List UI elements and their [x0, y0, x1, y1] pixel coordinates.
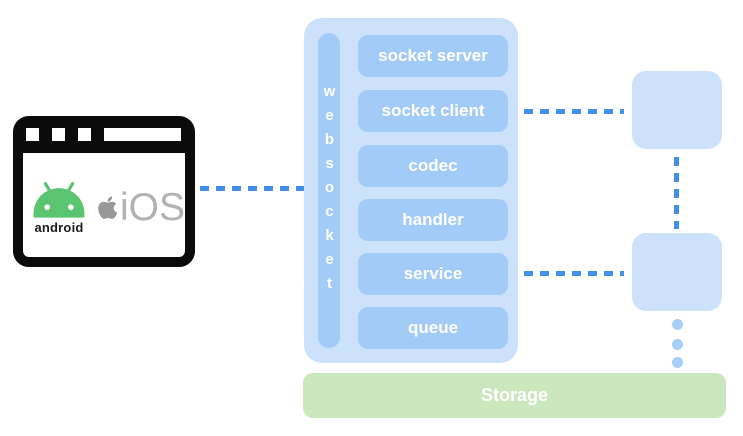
android-robot-icon: [33, 181, 85, 218]
websocket-container: websocket socket server socket client co…: [304, 18, 518, 363]
titlebar-square-icon: [78, 128, 91, 141]
module-socket-client: socket client: [358, 90, 508, 132]
module-handler: handler: [358, 199, 508, 241]
connector-peer1-peer2: [674, 157, 679, 229]
connector-service-peer2: [524, 271, 624, 276]
storage-node: Storage: [303, 373, 726, 418]
client-device-node: android iOS: [13, 116, 195, 267]
module-codec: codec: [358, 145, 508, 187]
titlebar-square-icon: [52, 128, 65, 141]
browser-content: android iOS: [23, 153, 185, 257]
module-socket-server: socket server: [358, 35, 508, 77]
module-service: service: [358, 253, 508, 295]
ellipsis-dot: [672, 339, 683, 350]
android-logo: android: [23, 179, 95, 235]
peer-node-1: [632, 71, 722, 149]
titlebar-square-icon: [26, 128, 39, 141]
websocket-vertical-label: websocket: [321, 82, 338, 299]
module-queue: queue: [358, 307, 508, 349]
ios-label: iOS: [119, 185, 185, 229]
ellipsis-dot: [672, 357, 683, 368]
connector-client-websocket: [200, 186, 304, 191]
android-label: android: [34, 220, 84, 235]
peer-node-2: [632, 233, 722, 311]
websocket-vertical-bar: websocket: [318, 33, 340, 348]
browser-titlebar: [23, 126, 185, 153]
connector-socket-client-peer1: [524, 109, 624, 114]
apple-logo-icon: [98, 195, 117, 219]
address-bar-icon: [104, 128, 181, 141]
ellipsis-dot: [672, 319, 683, 330]
